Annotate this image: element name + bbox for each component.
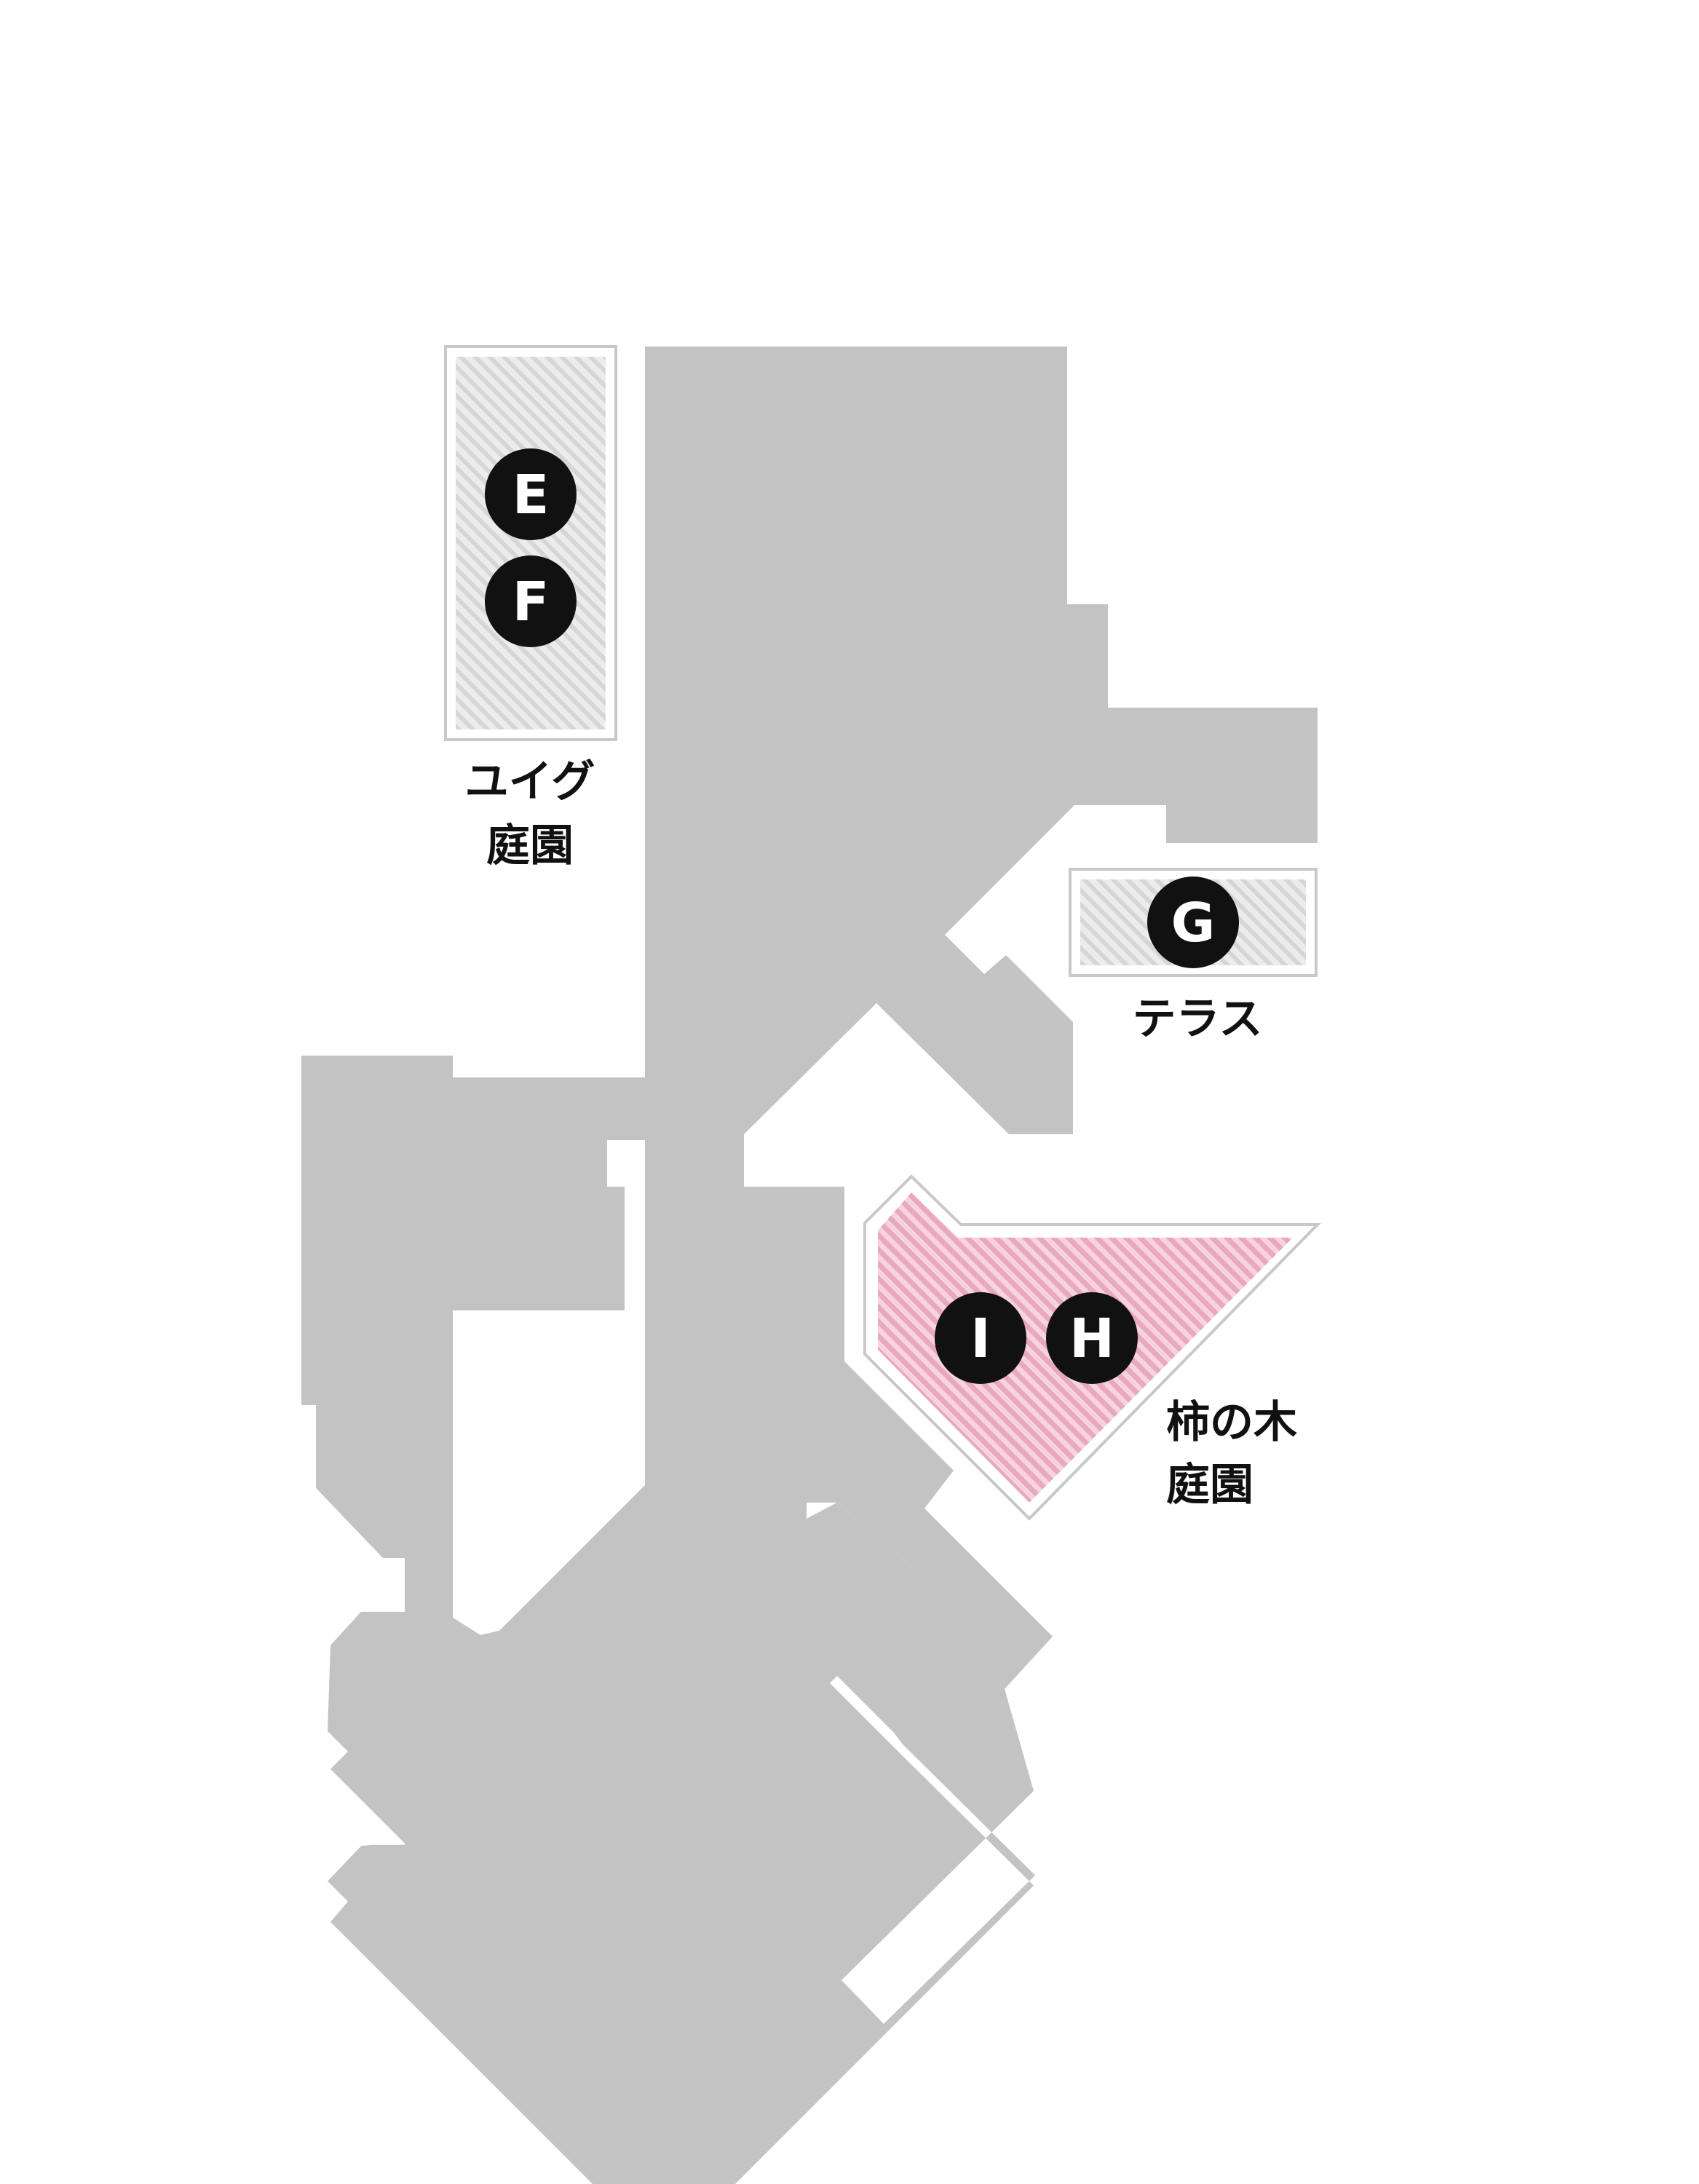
building-southwest-corner — [328, 1468, 903, 2102]
building-west-wing — [301, 1056, 645, 1618]
terrace-label-line1: テラス — [1133, 994, 1263, 1045]
marker-e[interactable]: E — [485, 448, 577, 540]
yuigu-garden-label-line1: ユイグ — [465, 756, 595, 807]
yuigu-garden-area[interactable] — [456, 357, 606, 729]
marker-g[interactable]: G — [1147, 877, 1239, 968]
marker-f[interactable]: F — [485, 555, 577, 647]
marker-h-circle — [1046, 1292, 1138, 1384]
kakinoki-garden-label: 柿の木 庭園 — [1166, 1397, 1297, 1511]
marker-e-letter: E — [512, 464, 550, 526]
yuigu-garden-label-line2: 庭園 — [486, 820, 574, 871]
marker-h[interactable]: H — [1046, 1292, 1138, 1384]
kakinoki-garden-label-line2: 庭園 — [1166, 1460, 1254, 1511]
marker-g-circle — [1147, 877, 1239, 968]
marker-i-letter: I — [970, 1307, 991, 1370]
terrace-label: テラス — [1133, 994, 1263, 1045]
marker-f-circle — [485, 555, 577, 647]
building-north-block — [645, 347, 1318, 1689]
marker-i[interactable]: I — [935, 1292, 1026, 1384]
yuigu-garden-label: ユイグ 庭園 — [465, 756, 595, 871]
marker-h-letter: H — [1069, 1307, 1114, 1370]
yuigu-garden[interactable] — [444, 345, 617, 741]
kakinoki-garden-label-line1: 柿の木 — [1166, 1397, 1297, 1448]
marker-e-circle — [485, 448, 577, 540]
marker-i-circle — [935, 1292, 1026, 1384]
marker-g-letter: G — [1171, 892, 1216, 954]
marker-f-letter: F — [512, 571, 550, 633]
building-footprint — [301, 347, 1318, 2184]
